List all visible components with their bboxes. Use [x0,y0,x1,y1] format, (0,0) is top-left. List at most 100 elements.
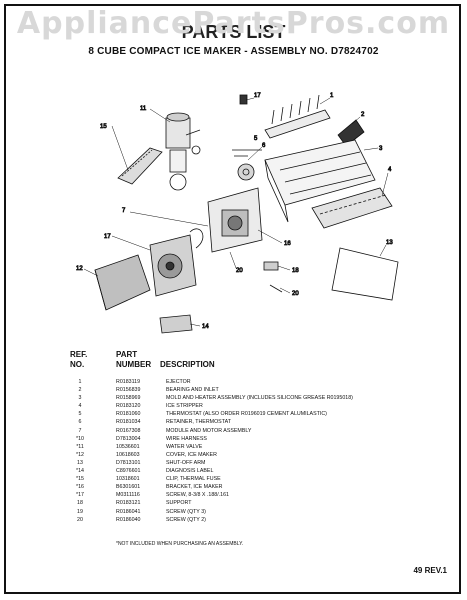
table-row: 20 R0186040 SCREW (QTY 2) [60,516,440,524]
callout-3: 3 [379,146,383,152]
assembly-subtitle: 8 CUBE COMPACT ICE MAKER - ASSEMBLY NO. … [88,46,379,57]
shutoff-arm-drawing [331,247,399,301]
part-number-cell: R0183121 [116,500,141,507]
callout-2: 2 [361,112,365,118]
ref-cell: 19 [77,508,83,515]
description-cell: SCREW, 8-3/8 X .188/.161 [166,492,230,499]
table-row: *10 D7813004 WIRE HARNESS [60,435,440,443]
callout-15b: 17 [104,234,111,240]
description-cell: MOLD AND HEATER ASSEMBLY (INCLUDES SILIC… [166,395,353,402]
table-row: *16 B6301601 BRACKET, ICE MAKER [60,483,440,491]
ref-cell: 4 [78,403,82,410]
callout-labels: 15 11 17 1 2 3 4 5 6 7 17 12 13 18 20 16… [76,93,394,331]
description-cell: BRACKET, ICE MAKER [166,484,223,491]
description-cell: SHUT-OFF ARM [166,459,206,466]
description-cell: WIRE HARNESS [166,435,207,442]
callout-1: 1 [330,93,334,99]
table-row: *15 10318601 CLIP, THERMAL FUSE [60,475,440,483]
description-cell: SCREW (QTY 3) [166,508,206,515]
description-cell: THERMOSTAT (ALSO ORDER R0196019 CEMENT A… [166,411,327,418]
ref-cell: 13 [77,459,83,466]
description-cell: EJECTOR [166,379,191,385]
ref-cell: *11 [76,443,84,450]
description-cell: BEARING AND INLET [166,387,219,394]
table-footnote: *NOT INCLUDED WHEN PURCHASING AN ASSEMBL… [116,541,244,547]
callout-16: 18 [292,268,299,274]
part-number-cell: C8976601 [116,468,141,475]
part-number-cell: B6301601 [116,484,141,491]
ref-cell: 3 [78,395,82,402]
description-cell: RETAINER, THERMOSTAT [166,419,231,426]
diagnosis-label-drawing [159,314,193,334]
ref-cell: *10 [76,435,84,442]
part-number-cell: D7813101 [116,459,141,466]
ref-cell: *14 [76,468,84,475]
part-number-cell: R0181034 [116,419,141,426]
cover-drawing [94,254,151,311]
callout-5: 5 [254,136,258,142]
header-part: PART NUMBER [116,350,151,370]
part-number-cell: R0167308 [116,427,141,434]
wire-harness-drawing [117,147,163,185]
part-number-cell: 10536601 [116,443,140,450]
description-cell: CLIP, THERMAL FUSE [166,476,221,483]
part-number-cell: R0186040 [116,516,141,523]
callout-18: 16 [284,241,291,247]
description-cell: ICE STRIPPER [166,403,203,410]
description-cell: DIAGNOSIS LABEL [166,468,214,475]
callout-11: 11 [140,106,147,112]
header-description: DESCRIPTION [160,360,215,369]
table-row: 3 R0158969 MOLD AND HEATER ASSEMBLY (INCLU… [60,394,440,402]
page-title: PARTS LIST [181,22,286,42]
part-number-cell: 10318601 [116,476,140,483]
header-ref-line1: REF. [70,350,88,359]
callout-12: 12 [76,266,83,272]
part-number-cell: R0183120 [116,403,141,410]
ref-cell: 5 [78,411,82,418]
callout-6: 6 [262,143,266,149]
mold-drawing [264,139,376,223]
ejector-drawing [264,94,331,139]
ref-cell: *15 [76,476,84,483]
ref-cell: 7 [78,427,82,434]
watermark: AppliancePartsPros.com [16,6,451,41]
header-part-line1: PART [116,350,138,359]
ref-cell: *12 [76,451,84,458]
ref-cell: *16 [76,484,84,491]
part-number-cell: R0158969 [116,395,141,402]
header-ref: REF. NO. [70,350,87,370]
ice-stripper-drawing [311,187,393,229]
part-number-cell: D7813004 [116,435,141,442]
part-number-cell: R0156839 [116,387,141,394]
table-row: 13 D7813101 SHUT-OFF ARM [60,459,440,467]
table-row: 4 R0183120 ICE STRIPPER [60,402,440,410]
table-row: *14 C8976601 DIAGNOSIS LABEL [60,467,440,475]
ref-cell: 20 [77,516,83,523]
callout-4: 4 [388,167,392,173]
description-cell: SCREW (QTY 2) [166,516,206,523]
revision-label: 49 REV.1 [413,566,447,575]
description-cell: MODULE AND MOTOR ASSEMBLY [166,427,252,434]
ref-cell: 18 [77,500,83,507]
callout-7: 7 [122,208,126,214]
part-number-cell: R0183119 [116,379,141,385]
callout-17: 20 [292,291,299,297]
part-number-cell: 10618603 [116,451,140,458]
header-ref-line2: NO. [70,360,85,369]
page-border [4,4,461,594]
callout-10: 15 [100,124,107,130]
header-part-line2: NUMBER [116,360,152,369]
callout-20: 20 [236,268,243,274]
support-drawing [207,187,263,253]
thermostat-drawing [232,94,262,181]
